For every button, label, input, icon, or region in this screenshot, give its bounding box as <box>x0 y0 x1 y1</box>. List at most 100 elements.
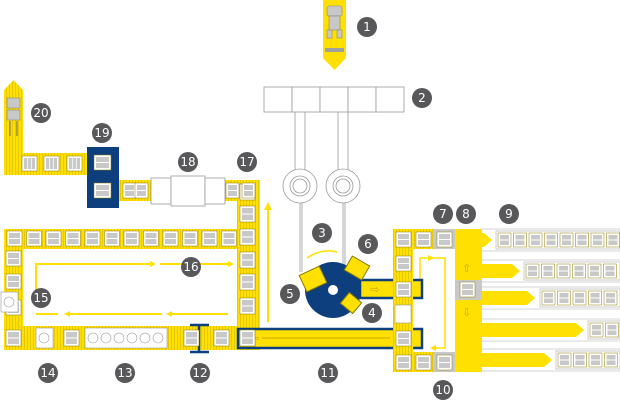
pallet <box>605 322 619 338</box>
badge-number: 3 <box>318 226 326 240</box>
pallet <box>606 232 620 248</box>
pallet <box>590 232 605 248</box>
badge-number: 6 <box>364 237 372 251</box>
pallet <box>63 329 80 347</box>
badge-number: 18 <box>180 155 195 169</box>
badge-number: 11 <box>320 366 335 380</box>
pallet <box>541 290 556 306</box>
station <box>0 291 19 313</box>
pallet <box>5 329 22 347</box>
pallet <box>143 230 159 247</box>
badge-number: 5 <box>286 287 294 301</box>
pallet <box>183 329 200 347</box>
badge-number: 10 <box>435 383 450 397</box>
badge-9: 9 <box>499 204 519 224</box>
pallet <box>557 290 571 306</box>
pallet <box>415 354 432 371</box>
badge-11: 11 <box>318 363 338 383</box>
pallet <box>104 230 120 247</box>
badge-number: 19 <box>94 126 109 140</box>
badge-8: 8 <box>456 204 476 224</box>
badge-number: 17 <box>239 155 254 169</box>
sorting-lane <box>482 348 620 372</box>
station <box>84 327 168 349</box>
badge-3: 3 <box>312 223 332 243</box>
badge-number: 9 <box>505 207 513 221</box>
badge-2: 2 <box>412 88 432 108</box>
pallet <box>395 354 412 371</box>
pallet <box>162 230 179 247</box>
pallet <box>525 263 540 279</box>
pallet <box>556 263 571 279</box>
badge-18: 18 <box>178 152 198 172</box>
pallet <box>134 182 149 199</box>
storage-rack <box>263 86 405 113</box>
badge-19: 19 <box>92 123 112 143</box>
pallet <box>5 273 22 290</box>
badge-number: 14 <box>40 366 55 380</box>
pallet <box>43 155 60 172</box>
pallet <box>513 232 527 248</box>
badge-number: 13 <box>117 366 132 380</box>
pallet <box>182 230 198 247</box>
pallet <box>239 228 256 246</box>
pallet <box>459 281 476 298</box>
badge-7: 7 <box>433 204 453 224</box>
badge-1: 1 <box>357 17 377 37</box>
pallet <box>239 251 256 269</box>
badge-number: 8 <box>462 207 470 221</box>
pallet <box>395 281 412 298</box>
badge-15: 15 <box>31 288 51 308</box>
pallet <box>528 232 543 248</box>
badge-4: 4 <box>362 303 382 323</box>
pallet <box>241 182 256 199</box>
badge-14: 14 <box>38 363 58 383</box>
up-arrow-icon: ⇧ <box>462 262 471 275</box>
badge-10: 10 <box>433 380 453 400</box>
badge-13: 13 <box>115 363 135 383</box>
pallet <box>65 230 81 247</box>
station <box>35 327 54 349</box>
pallet <box>573 352 587 368</box>
badge-number: 4 <box>368 306 376 320</box>
pallet <box>415 231 432 248</box>
pallet <box>575 232 589 248</box>
badge-20: 20 <box>31 103 51 123</box>
palletizing-robot <box>298 255 371 318</box>
pallet <box>572 263 586 279</box>
badge-5: 5 <box>280 284 300 304</box>
pallet <box>45 230 62 247</box>
pallet <box>395 255 412 272</box>
pallet <box>225 182 240 199</box>
pallets <box>0 154 620 371</box>
pallet <box>21 155 38 172</box>
badge-6: 6 <box>358 234 378 254</box>
forklift-icon <box>6 97 21 109</box>
badge-number: 7 <box>439 207 447 221</box>
pallet <box>213 329 230 347</box>
pallet <box>221 230 237 247</box>
sorting-lane <box>482 228 620 252</box>
pallet <box>603 290 618 306</box>
pallet <box>123 230 140 247</box>
pallet <box>572 290 587 306</box>
pallet <box>122 182 137 199</box>
pallet <box>588 290 602 306</box>
pallet <box>395 330 412 347</box>
sorting-area: ⇧ ⇩ <box>393 229 482 372</box>
right-arrow-icon: ⇨ <box>370 283 379 296</box>
badge-number: 16 <box>183 260 198 274</box>
pallet <box>239 329 256 347</box>
badge-number: 12 <box>192 366 207 380</box>
pallet <box>239 205 256 223</box>
pallet <box>559 232 574 248</box>
pallet <box>588 352 603 368</box>
pallet <box>5 250 22 267</box>
badge-number: 20 <box>33 106 48 120</box>
pallet <box>239 273 256 291</box>
badge-number: 15 <box>33 291 48 305</box>
pallet <box>26 230 42 247</box>
pallet <box>436 231 453 248</box>
badge-number: 2 <box>418 91 426 105</box>
